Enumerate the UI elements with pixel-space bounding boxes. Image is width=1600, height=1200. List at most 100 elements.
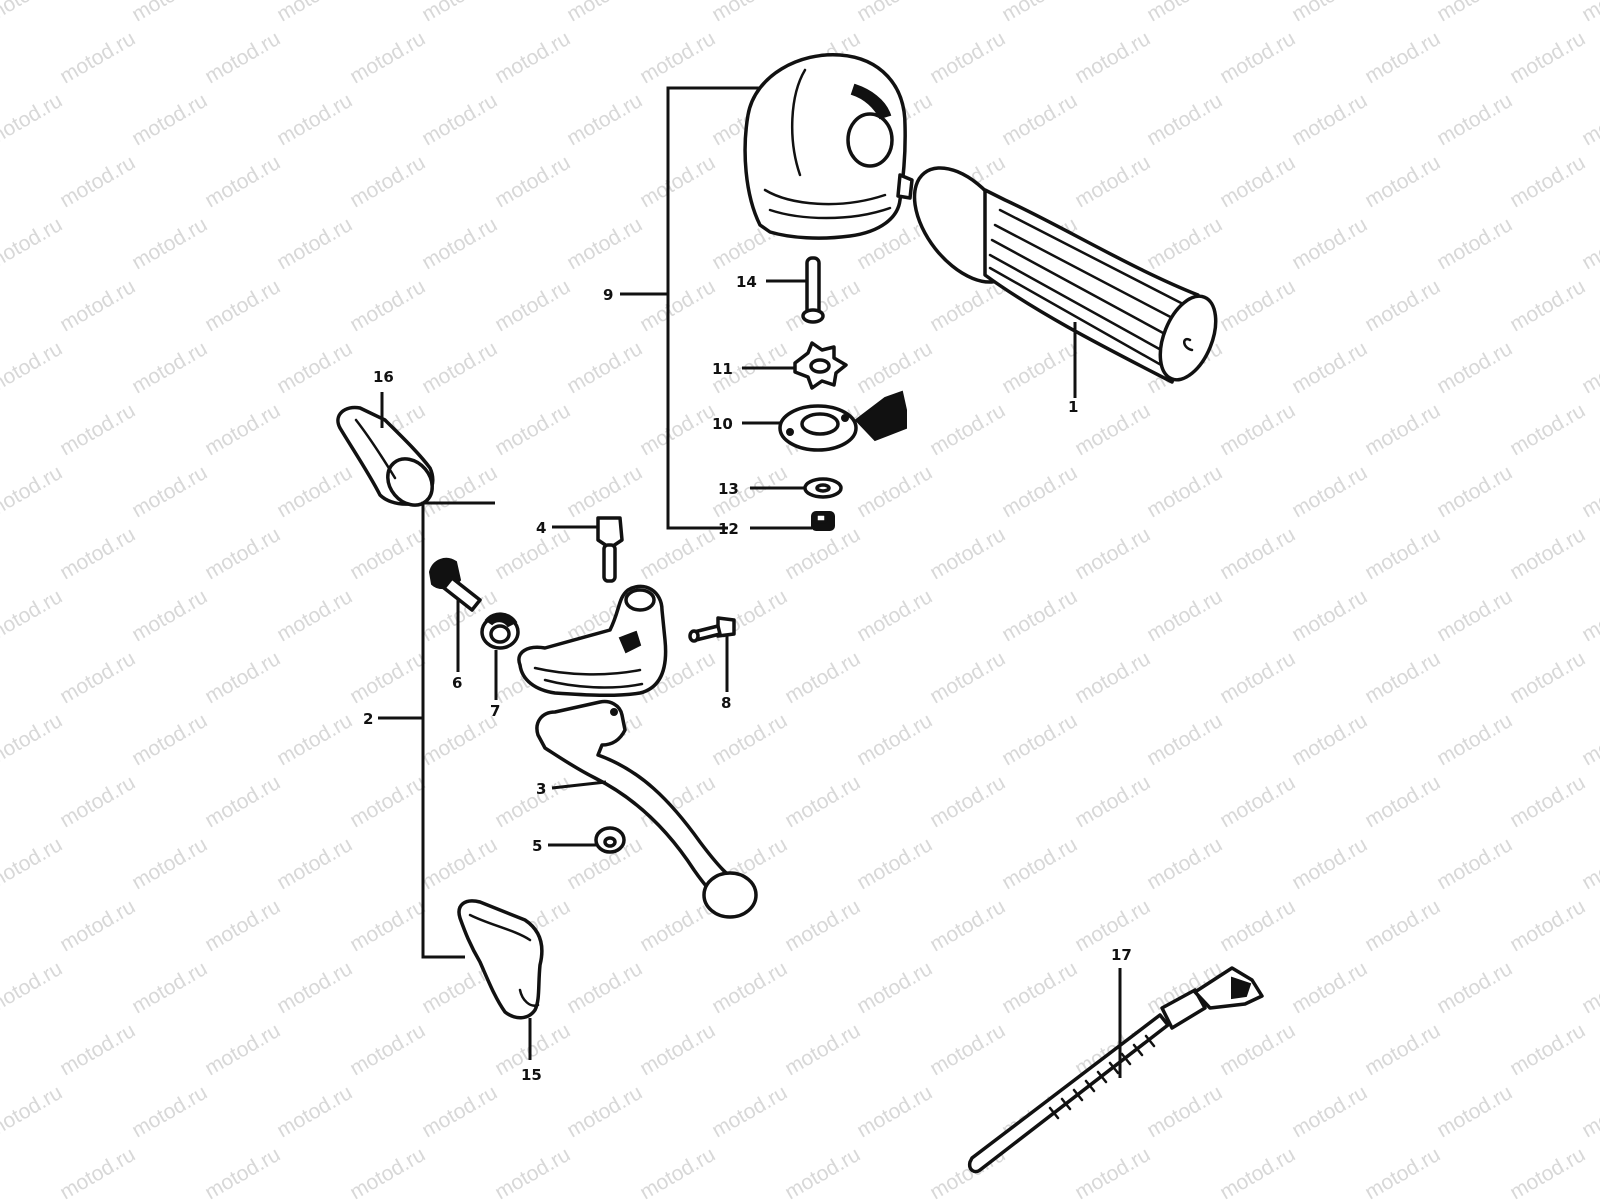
watermark-text: motod.ru xyxy=(1288,213,1371,274)
watermark-text: motod.ru xyxy=(1288,461,1371,522)
watermark-text: motod.ru xyxy=(418,213,501,274)
callout-4: 4 xyxy=(536,519,546,537)
watermark-text: motod.ru xyxy=(0,709,66,770)
watermark-text: motod.ru xyxy=(1578,89,1600,150)
callout-16: 16 xyxy=(373,368,394,386)
watermark-text: motod.ru xyxy=(853,337,936,398)
watermark-text: motod.ru xyxy=(128,0,211,26)
watermark-text: motod.ru xyxy=(926,399,1009,460)
watermark-text: motod.ru xyxy=(1433,957,1516,1018)
watermark-text: motod.ru xyxy=(1361,399,1444,460)
callout-15: 15 xyxy=(521,1066,542,1084)
watermark-text: motod.ru xyxy=(781,275,864,336)
throttle-housing xyxy=(743,53,914,240)
watermark-text: motod.ru xyxy=(853,585,936,646)
watermark-text: motod.ru xyxy=(0,833,66,894)
watermark-text: motod.ru xyxy=(201,1143,284,1200)
watermark-text: motod.ru xyxy=(1433,833,1516,894)
watermark-text: motod.ru xyxy=(273,709,356,770)
adjuster-part-10 xyxy=(778,390,907,452)
watermark-text: motod.ru xyxy=(346,1019,429,1080)
watermark-text: motod.ru xyxy=(1578,213,1600,274)
watermark-text: motod.ru xyxy=(853,833,936,894)
watermark-text: motod.ru xyxy=(853,709,936,770)
watermark-text: motod.ru xyxy=(636,27,719,88)
watermark-text: motod.ru xyxy=(128,833,211,894)
watermark-text: motod.ru xyxy=(998,461,1081,522)
watermark-text: motod.ru xyxy=(708,0,791,26)
callout-11: 11 xyxy=(712,360,733,378)
watermark-text: motod.ru xyxy=(998,0,1081,26)
watermark-text: motod.ru xyxy=(926,895,1009,956)
watermark-text: motod.ru xyxy=(1506,275,1589,336)
bolt-part-6 xyxy=(428,557,482,612)
watermark-text: motod.ru xyxy=(853,0,936,26)
handlebar-grip xyxy=(912,166,1218,384)
screw-part-8 xyxy=(688,616,736,643)
watermark-text: motod.ru xyxy=(998,89,1081,150)
watermark-text: motod.ru xyxy=(1433,337,1516,398)
watermark-text: motod.ru xyxy=(1433,585,1516,646)
watermark-text: motod.ru xyxy=(926,647,1009,708)
watermark-text: motod.ru xyxy=(563,461,646,522)
watermark-text: motod.ru xyxy=(1071,523,1154,584)
watermark-text: motod.ru xyxy=(1361,151,1444,212)
watermark-text: motod.ru xyxy=(1143,213,1226,274)
watermark-text: motod.ru xyxy=(201,275,284,336)
watermark-text: motod.ru xyxy=(781,523,864,584)
watermark-text: motod.ru xyxy=(1216,1019,1299,1080)
clutch-lever-part-3 xyxy=(535,699,758,919)
watermark-text: motod.ru xyxy=(128,337,211,398)
watermark-text: motod.ru xyxy=(1578,957,1600,1018)
watermark-text: motod.ru xyxy=(128,89,211,150)
watermark-text: motod.ru xyxy=(491,771,574,832)
watermark-text: motod.ru xyxy=(708,1081,791,1142)
nut-part-5 xyxy=(594,826,626,854)
watermark-text: motod.ru xyxy=(1216,151,1299,212)
watermark-text: motod.ru xyxy=(1433,1081,1516,1142)
watermark-text: motod.ru xyxy=(56,523,139,584)
watermark-text: motod.ru xyxy=(346,523,429,584)
watermark-text: motod.ru xyxy=(201,647,284,708)
callout-10: 10 xyxy=(712,415,733,433)
watermark-text: motod.ru xyxy=(1216,399,1299,460)
watermark-text: motod.ru xyxy=(1361,523,1444,584)
watermark-text: motod.ru xyxy=(56,27,139,88)
watermark-text: motod.ru xyxy=(926,771,1009,832)
screw-part-14 xyxy=(801,256,825,324)
watermark-text: motod.ru xyxy=(273,0,356,26)
watermark-text: motod.ru xyxy=(1143,709,1226,770)
watermark-text: motod.ru xyxy=(926,1019,1009,1080)
watermark-text: motod.ru xyxy=(56,399,139,460)
watermark-text: motod.ru xyxy=(1288,709,1371,770)
watermark-text: motod.ru xyxy=(853,957,936,1018)
watermark-text: motod.ru xyxy=(781,647,864,708)
watermark-text: motod.ru xyxy=(1506,771,1589,832)
callout-14: 14 xyxy=(736,273,757,291)
watermark-text: motod.ru xyxy=(273,833,356,894)
watermark-text: motod.ru xyxy=(1506,151,1589,212)
watermark-text: motod.ru xyxy=(201,771,284,832)
cable-boot-part-16 xyxy=(336,405,435,507)
watermark-text: motod.ru xyxy=(418,0,501,26)
watermark-text: motod.ru xyxy=(1506,1143,1589,1200)
watermark-text: motod.ru xyxy=(491,523,574,584)
watermark-text: motod.ru xyxy=(998,957,1081,1018)
watermark-text: motod.ru xyxy=(346,27,429,88)
watermark-text: motod.ru xyxy=(1506,1019,1589,1080)
watermark-text: motod.ru xyxy=(1506,647,1589,708)
watermark-text: motod.ru xyxy=(1361,1019,1444,1080)
watermark-text: motod.ru xyxy=(346,1143,429,1200)
watermark-text: motod.ru xyxy=(1143,89,1226,150)
watermark-text: motod.ru xyxy=(1216,647,1299,708)
watermark-text: motod.ru xyxy=(563,957,646,1018)
watermark-text: motod.ru xyxy=(201,151,284,212)
watermark-text: motod.ru xyxy=(1288,1081,1371,1142)
watermark-text: motod.ru xyxy=(273,585,356,646)
watermark-text: motod.ru xyxy=(128,1081,211,1142)
callout-5: 5 xyxy=(532,837,542,855)
watermark-text: motod.ru xyxy=(1361,275,1444,336)
star-washer-part-11 xyxy=(793,341,848,390)
watermark-text: motod.ru xyxy=(781,771,864,832)
